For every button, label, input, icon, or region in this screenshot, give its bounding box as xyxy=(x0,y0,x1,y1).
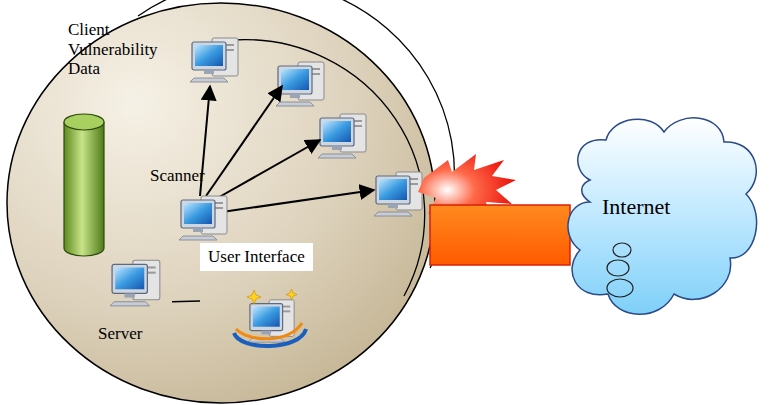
node-label: Scanner xyxy=(150,166,205,186)
zone-arc xyxy=(138,0,454,268)
connector-line xyxy=(172,300,200,302)
scan-arrow xyxy=(206,86,282,196)
scanner-node: Scanner xyxy=(150,166,240,244)
client-computer xyxy=(374,172,422,216)
user-interface-node: User Interface xyxy=(200,243,332,355)
client-computer xyxy=(276,62,324,106)
cloud-bubble xyxy=(607,260,629,276)
client-computer xyxy=(318,114,366,158)
node-label: User Interface xyxy=(200,243,313,271)
ui-computer xyxy=(230,289,310,353)
scan-arrow xyxy=(222,190,374,212)
scan-arrow xyxy=(214,140,320,200)
cloud-bubble xyxy=(607,279,633,297)
database-cylinder xyxy=(62,112,106,258)
server-node: Server xyxy=(96,256,172,350)
cloud-outline xyxy=(568,118,757,314)
cloud-node: Internet xyxy=(560,110,766,328)
cloud-bubble xyxy=(613,243,631,257)
node-label: Server xyxy=(98,324,142,344)
computer-icon xyxy=(110,256,164,308)
network-zone xyxy=(7,3,435,403)
node-label: Internet xyxy=(602,194,670,219)
computer-icon xyxy=(178,192,232,242)
client-computer xyxy=(190,38,238,82)
database-node: Client Vulnerability Data xyxy=(60,16,180,252)
node-label: Client Vulnerability Data xyxy=(68,20,168,79)
firewall-box xyxy=(430,205,570,265)
